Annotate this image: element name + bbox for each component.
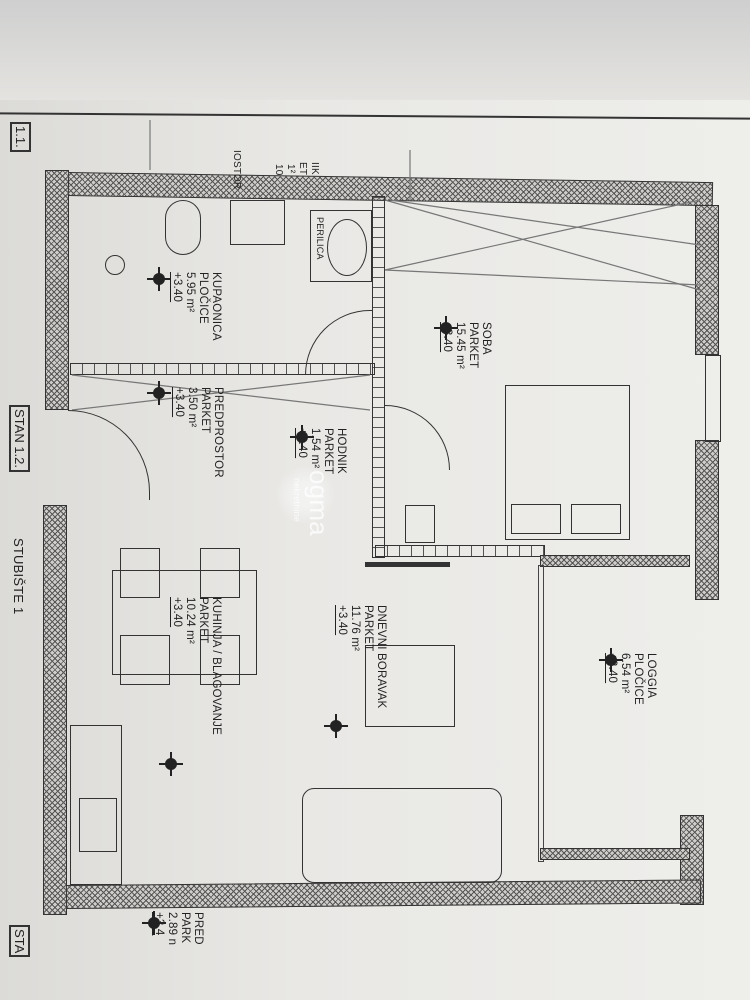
washer-drum bbox=[327, 219, 367, 276]
pillow bbox=[511, 504, 561, 534]
sink bbox=[230, 200, 285, 245]
wall-bath-hall bbox=[70, 363, 375, 375]
toilet bbox=[165, 200, 201, 255]
washing-machine: PERILICA bbox=[310, 210, 372, 282]
unit-tag-1-1: 1.1. bbox=[10, 122, 31, 152]
chair bbox=[120, 635, 170, 685]
stair-label: STUBIŠTE 1 bbox=[11, 538, 26, 615]
prostor-fragment: IOSTOR bbox=[231, 150, 242, 190]
wall-right-middle bbox=[695, 440, 719, 600]
shower-drain bbox=[105, 255, 125, 275]
code-fragment: 10 bbox=[273, 164, 284, 176]
chair bbox=[200, 548, 240, 598]
elevation-marker bbox=[324, 714, 348, 738]
loggia-glass-door bbox=[538, 565, 544, 862]
elevation-marker bbox=[142, 911, 166, 935]
wall-loggia-top bbox=[540, 555, 690, 567]
elevation-marker bbox=[290, 425, 314, 449]
elevation-marker bbox=[599, 648, 623, 672]
code-fragment: ET bbox=[297, 162, 308, 176]
code-fragment: 1² bbox=[285, 164, 296, 174]
elevation-marker bbox=[434, 316, 458, 340]
wall-right-upper bbox=[695, 205, 719, 355]
wall-loggia-bottom bbox=[540, 848, 690, 860]
chair bbox=[200, 635, 240, 685]
watermark-subtext: nekretnine bbox=[292, 478, 302, 523]
wall-entrance-lower bbox=[43, 505, 67, 915]
wall-bath-soba bbox=[372, 196, 385, 558]
kitchen-counter bbox=[70, 725, 122, 885]
code-fragment: IIK bbox=[309, 162, 320, 175]
coffee-table bbox=[365, 645, 455, 727]
wall-soba-bottom bbox=[375, 545, 545, 557]
watermark-logo-icon bbox=[275, 465, 335, 525]
dining-table bbox=[112, 570, 257, 675]
elevation-marker bbox=[147, 381, 171, 405]
unit-tag-1-2: STAN 1.2. bbox=[9, 405, 30, 473]
wall-entrance-upper bbox=[45, 170, 69, 410]
cut-tag: STA bbox=[9, 925, 30, 958]
pillow bbox=[571, 504, 621, 534]
bed bbox=[505, 385, 630, 540]
washer-label: PERILICA bbox=[315, 217, 325, 260]
elevation-marker bbox=[147, 267, 171, 291]
watermark-text: ogma bbox=[304, 470, 334, 536]
background-above-sheet bbox=[0, 0, 750, 100]
window-right bbox=[705, 355, 721, 442]
sofa bbox=[302, 788, 502, 883]
chair bbox=[120, 548, 160, 598]
tv-unit bbox=[365, 562, 450, 567]
cooktop-icon bbox=[79, 798, 117, 852]
elevation-marker bbox=[159, 752, 183, 776]
heater bbox=[405, 505, 435, 543]
